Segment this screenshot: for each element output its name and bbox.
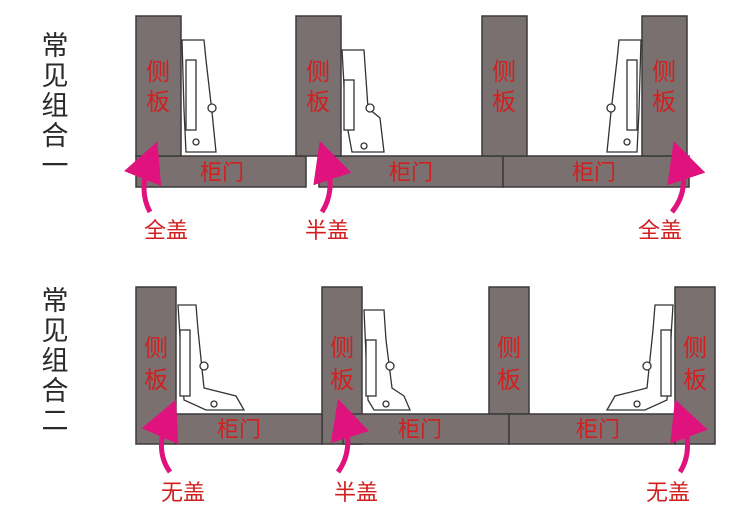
door-label: 柜门 [200, 161, 244, 186]
hinge-icon [341, 49, 385, 153]
curved-arrow-icon [313, 141, 352, 214]
side-panel-label: 板 [652, 88, 676, 116]
side-panel-label: 板 [330, 366, 354, 394]
curved-arrow-icon [667, 141, 706, 214]
door-label: 柜门 [217, 418, 261, 443]
group-2-label-char: 常 [41, 286, 69, 317]
curved-arrow-icon [670, 399, 708, 474]
side-panel-label: 侧 [144, 334, 168, 362]
side-panel-label: 板 [497, 366, 521, 394]
group-1-label: 常 见 组 合 一 [40, 32, 70, 182]
side-panel-label: 侧 [330, 334, 354, 362]
group-2-label-char: 见 [41, 316, 69, 347]
side-panel [481, 15, 528, 157]
side-panel-label: 板 [683, 366, 707, 394]
overlay-type-label: 无盖 [646, 481, 690, 506]
side-panel-label: 侧 [683, 334, 707, 362]
side-panel [295, 15, 342, 157]
side-panel-label: 侧 [652, 58, 676, 86]
side-panel [135, 15, 182, 157]
group-1-label-char: 见 [41, 61, 69, 92]
cabinet-door [175, 413, 323, 445]
hinge-icon [606, 39, 642, 153]
hinge-icon [177, 304, 246, 411]
side-panel [641, 15, 688, 157]
side-panel-label: 板 [492, 88, 516, 116]
side-panel-label: 板 [144, 366, 168, 394]
side-panel-label: 侧 [306, 58, 330, 86]
group-1-label-char: 常 [41, 31, 69, 62]
side-panel-label: 侧 [497, 334, 521, 362]
group-2-label-char: 组 [41, 346, 69, 377]
group-2-label: 常 见 组 合 二 [40, 287, 70, 437]
side-panel-label: 侧 [492, 58, 516, 86]
hinge-icon [181, 39, 217, 153]
side-panel [488, 286, 530, 415]
cabinet-door [135, 155, 307, 188]
group-1-label-char: 合 [41, 121, 69, 152]
hinge-icon [363, 309, 411, 411]
group-1-diagram: 柜门 柜门 柜门 侧 板 侧 板 侧 板 侧 板 [124, 15, 706, 244]
overlay-type-label: 全盖 [638, 219, 682, 244]
door-label: 柜门 [572, 161, 616, 186]
curved-arrow-icon [141, 399, 179, 474]
side-panel-label: 侧 [146, 58, 170, 86]
group-1-label-char: 组 [41, 91, 69, 122]
group-2-label-char: 合 [41, 376, 69, 407]
group-1-label-char: 一 [41, 151, 69, 182]
side-panel-label: 板 [146, 88, 170, 116]
curved-arrow-icon [330, 398, 370, 474]
door-label: 柜门 [398, 418, 442, 443]
group-2-label-char: 二 [41, 406, 69, 437]
group-2-diagram: 侧 板 侧 板 侧 板 侧 板 柜门 柜门 柜门 [135, 286, 716, 506]
curved-arrow-icon [124, 141, 162, 214]
door-label: 柜门 [389, 161, 433, 186]
overlay-type-label: 无盖 [161, 481, 205, 506]
overlay-type-label: 全盖 [144, 219, 188, 244]
cabinet-door [508, 413, 676, 445]
door-label: 柜门 [576, 418, 620, 443]
hinge-icon [605, 304, 674, 411]
overlay-type-label: 半盖 [305, 219, 349, 244]
overlay-type-label: 半盖 [334, 481, 378, 506]
side-panel-label: 板 [306, 88, 330, 116]
